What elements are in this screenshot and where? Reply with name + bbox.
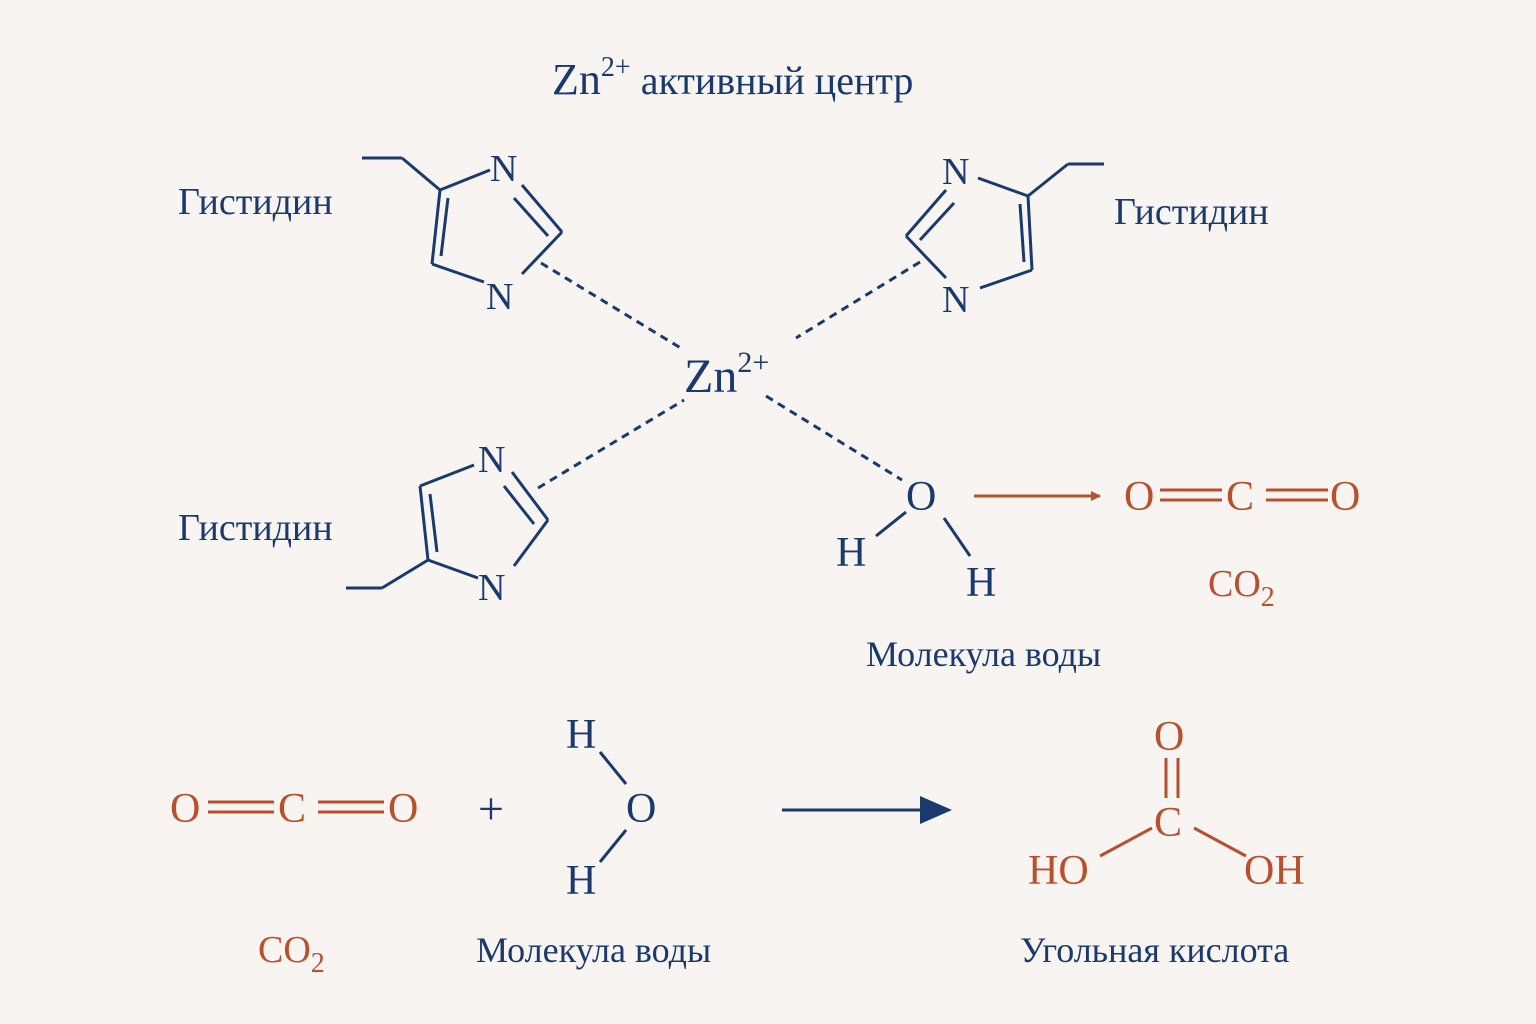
free-water-o: O bbox=[626, 786, 656, 832]
histidine-top-right bbox=[795, 162, 1104, 340]
carbonic-acid-o-top: O bbox=[1154, 714, 1184, 760]
co2-bottom-label-sub: 2 bbox=[311, 948, 325, 979]
histidine-label-top-left: Гистидин bbox=[178, 181, 333, 223]
title-zn: Zn bbox=[552, 55, 601, 104]
co2-top-label: CO2 bbox=[1208, 563, 1275, 613]
co2-top-label-sub: 2 bbox=[1261, 582, 1275, 613]
water-label-bottom: Молекула воды bbox=[476, 930, 711, 970]
carbonic-acid-ho: HO bbox=[1028, 848, 1089, 894]
title-charge: 2+ bbox=[601, 52, 631, 83]
zinc-ion: Zn2+ bbox=[684, 346, 769, 403]
plus-sign: + bbox=[478, 783, 504, 834]
co2-top-o-left: O bbox=[1124, 474, 1154, 520]
histidine-top-left bbox=[362, 156, 685, 352]
water-hydrogen-left: H bbox=[836, 530, 866, 576]
n-atom-top-right-2: N bbox=[942, 279, 969, 321]
carbonic-acid-bonds bbox=[1099, 758, 1247, 858]
histidine-label-top-right: Гистидин bbox=[1114, 191, 1269, 233]
co2-top-c: C bbox=[1226, 474, 1254, 520]
n-atom-bottom-left-2: N bbox=[478, 567, 505, 609]
water-hydrogen-right: H bbox=[966, 560, 996, 606]
co2-top-o-right: O bbox=[1330, 474, 1360, 520]
carbonic-acid-oh: OH bbox=[1244, 848, 1305, 894]
water-label-top: Молекула воды bbox=[866, 634, 1101, 674]
n-atom-top-right-1: N bbox=[942, 151, 969, 193]
histidine-bottom-left bbox=[346, 398, 685, 590]
co2-top-label-base: CO bbox=[1208, 563, 1261, 605]
co2-bottom-o-right: O bbox=[388, 786, 418, 832]
water-oxygen: O bbox=[906, 474, 936, 520]
free-water-h-bottom: H bbox=[566, 858, 596, 904]
histidine-label-bottom-left: Гистидин bbox=[178, 507, 333, 549]
co2-bottom-double-bonds bbox=[208, 800, 384, 814]
co2-bottom-c: C bbox=[278, 786, 306, 832]
co2-bottom-label: CO2 bbox=[258, 929, 325, 979]
page-title: Zn2+ активный центр bbox=[552, 52, 913, 104]
n-atom-top-left-2: N bbox=[486, 276, 513, 318]
carbonic-acid-c: C bbox=[1154, 800, 1182, 846]
carbonic-acid-label: Угольная кислота bbox=[1020, 930, 1289, 970]
coordinated-water-bonds bbox=[765, 394, 972, 557]
co2-bottom-o-left: O bbox=[170, 786, 200, 832]
zinc-symbol: Zn bbox=[684, 350, 737, 403]
free-water-h-top: H bbox=[566, 712, 596, 758]
reaction-arrow-blue bbox=[782, 796, 952, 824]
free-water-bonds bbox=[598, 751, 628, 863]
co2-bottom-label-base: CO bbox=[258, 929, 311, 971]
zinc-charge: 2+ bbox=[737, 346, 769, 379]
n-atom-bottom-left-1: N bbox=[478, 439, 505, 481]
n-atom-top-left-1: N bbox=[490, 148, 517, 190]
title-rest: активный центр bbox=[631, 58, 914, 103]
co2-top-double-bonds bbox=[1160, 488, 1328, 502]
